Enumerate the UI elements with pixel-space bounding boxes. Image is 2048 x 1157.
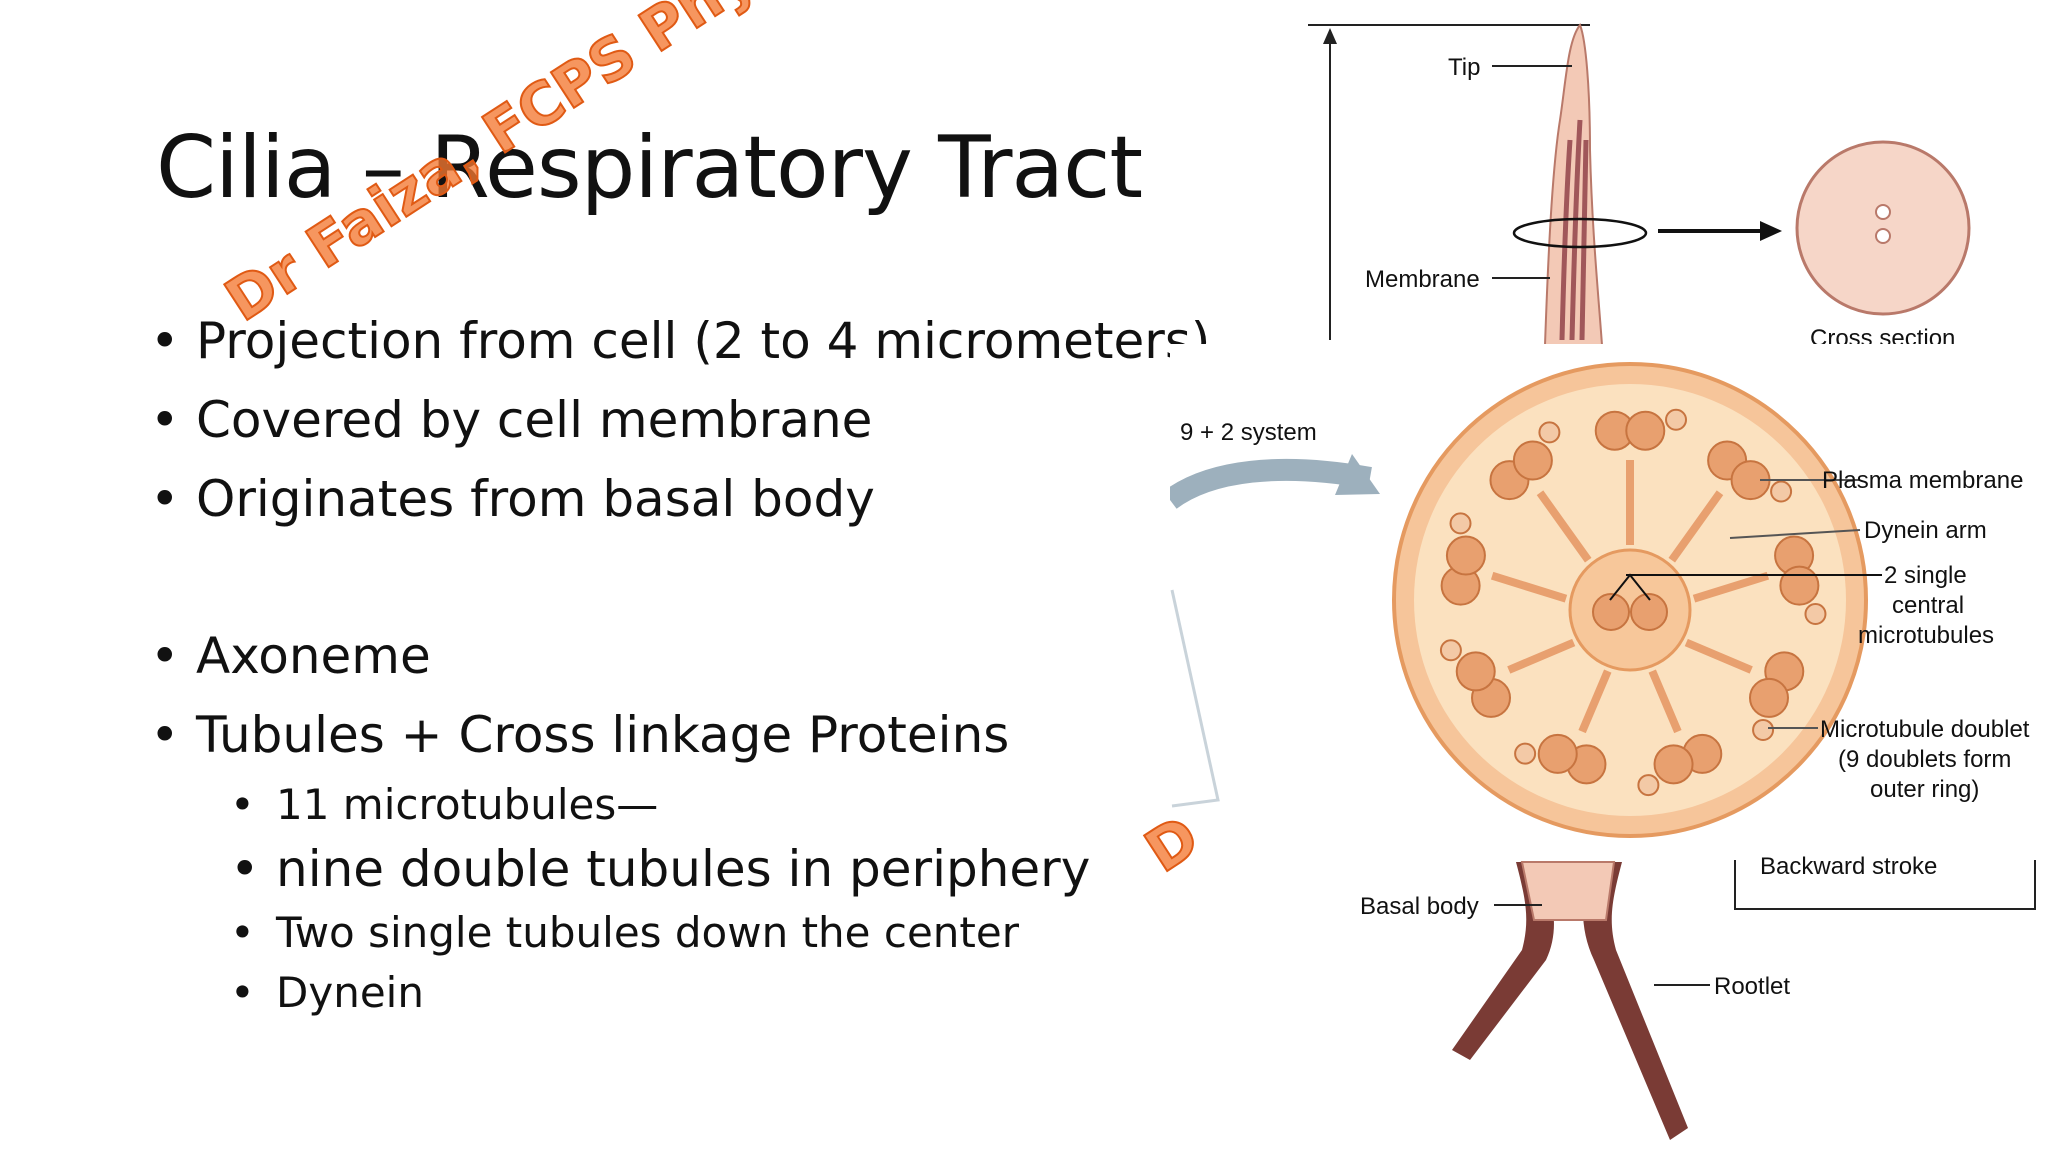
microtubule-doublet [1537, 733, 1578, 774]
bullet-dot-icon: • [230, 968, 255, 1017]
dynein-arm [1665, 408, 1688, 431]
label-microtubule-doublet: outer ring) [1870, 776, 1979, 803]
label-backward-stroke: Backward stroke [1760, 853, 1937, 880]
microtubule-doublet [1445, 535, 1486, 576]
rootlet-right [1582, 862, 1688, 1140]
spacer [150, 539, 1230, 617]
label-dynein-arm: Dynein arm [1864, 517, 1987, 544]
microtubule-doublet [1625, 410, 1666, 451]
bullet-dot-icon: • [150, 627, 180, 685]
label-plasma-membrane: Plasma membrane [1822, 467, 2023, 494]
bullet-dot-icon: • [150, 470, 180, 528]
bullet-item: •Originates from basal body [150, 460, 1230, 539]
radial-spokes [1490, 460, 1770, 734]
radial-spoke [1684, 638, 1753, 674]
label-tip: Tip [1448, 54, 1480, 81]
bullet-dot-icon: • [230, 780, 255, 829]
dynein-arm [1449, 512, 1472, 535]
bullet-item: •Projection from cell (2 to 4 micrometer… [150, 302, 1230, 381]
label-basal-body: Basal body [1360, 893, 1479, 920]
microtubule-doublet [1779, 565, 1820, 606]
bullet-dot-icon: • [230, 908, 255, 957]
dynein-arm [1752, 718, 1775, 741]
label-microtubule-doublet: (9 doublets form [1838, 746, 2011, 773]
microtubule-doublet [1455, 651, 1496, 692]
dynein-arm [1770, 480, 1793, 503]
slide-title: Cilia – Respiratory Tract [156, 118, 1143, 218]
cilium-shape [1543, 23, 1604, 346]
central-microtubule [1630, 593, 1668, 631]
radial-spoke [1507, 638, 1576, 674]
label-central: central [1892, 592, 1964, 619]
label-microtubule-doublet: Microtubule doublet [1820, 716, 2030, 743]
microtubule-doublet [1748, 677, 1789, 718]
label-rootlet: Rootlet [1714, 973, 1790, 1000]
radial-spoke [1578, 669, 1612, 734]
bullet-item: •Axoneme [150, 617, 1230, 696]
label-central: 2 single [1884, 562, 1967, 589]
bullet-item: •Tubules + Cross linkage Proteins [150, 696, 1230, 775]
bullet-item: •Covered by cell membrane [150, 381, 1230, 460]
central-microtubule [1592, 593, 1630, 631]
dynein-arm [1514, 742, 1537, 765]
dynein-arm [1637, 774, 1660, 797]
label-9-2-system: 9 + 2 system [1180, 419, 1317, 446]
radial-spoke [1536, 490, 1592, 563]
label-membrane: Membrane [1365, 266, 1480, 293]
bullet-dot-icon: • [150, 706, 180, 764]
bullet-dot-icon: • [150, 312, 180, 370]
sub-bullet-item: •11 microtubules— [150, 775, 1230, 835]
basal-body-panel: Backward stroke Basal body Rootlet [1360, 853, 2036, 1140]
label-central: microtubules [1858, 622, 1994, 649]
bullet-dot-icon: • [230, 840, 260, 898]
cilium-longitudinal: Tip Membrane Cross section [1308, 23, 1971, 352]
radial-spoke [1648, 669, 1682, 734]
bullet-list: •Projection from cell (2 to 4 micrometer… [150, 302, 1230, 1023]
cilia-figure: Tip Membrane Cross section 9 + 2 system … [1163, 0, 2048, 1152]
sub-bullet-item: •Dynein [150, 963, 1230, 1023]
bullet-dot-icon: • [150, 391, 180, 449]
radial-spoke [1490, 571, 1568, 603]
axoneme-inset: 9 + 2 system Plasma membrane Dynein arm … [1163, 344, 2048, 860]
dynein-arm [1439, 639, 1462, 662]
dynein-arm [1538, 421, 1561, 444]
dynein-arm [1804, 603, 1827, 626]
radial-spoke [1692, 571, 1770, 603]
microtubule-doublet [1653, 744, 1694, 785]
basal-body [1520, 861, 1616, 921]
sub-bullet-item: •Two single tubules down the center [150, 903, 1230, 963]
microtubule-doublet [1512, 440, 1553, 481]
radial-spoke [1668, 490, 1724, 563]
rootlet-left [1452, 862, 1554, 1060]
sub-bullet-item: •nine double tubules in periphery [150, 835, 1230, 903]
microtubule-doublets [1439, 408, 1827, 797]
